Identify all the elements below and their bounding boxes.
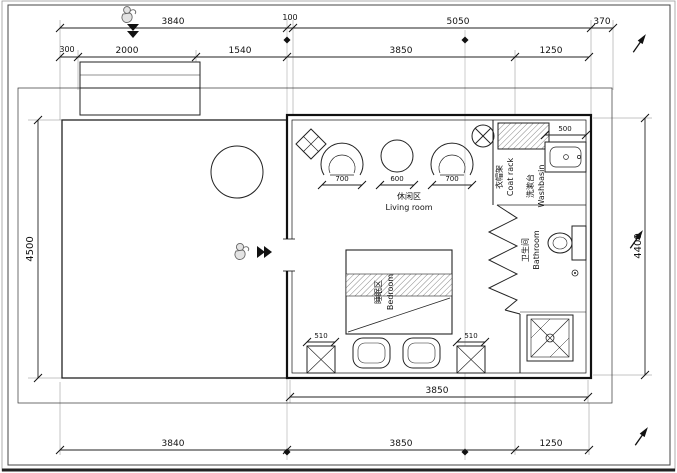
armchair-icon: [430, 142, 474, 176]
armchair-icon: [320, 142, 364, 176]
label-bedroom-cn: 睡眠区: [374, 280, 383, 304]
dim-top-5050: 5050: [447, 17, 470, 27]
interior-partitions: [487, 120, 586, 373]
dim-row2-3850: 3850: [390, 46, 413, 56]
top-right-fixtures: [471, 122, 587, 173]
living-room-furniture: [295, 128, 474, 176]
dim-bed-510b: 510: [464, 332, 477, 340]
door-opening: [283, 239, 295, 271]
site-outline: [17, 87, 613, 404]
dim-bottom-3850: 3850: [390, 439, 413, 449]
label-washbasin-cn: 洗漱台: [525, 174, 535, 198]
round-table-icon: [210, 145, 264, 199]
dim-bottom-1250: 1250: [540, 439, 563, 449]
dim-bed-510a: 510: [314, 332, 327, 340]
washbasin-icon: [544, 141, 587, 173]
dim-top-3840: 3840: [162, 17, 185, 27]
label-washbasin-en: Washbasin: [537, 165, 546, 208]
label-bedroom-en: Bedroom: [386, 274, 395, 310]
person-icon: [121, 6, 137, 23]
double-arrow-right-icon: [257, 246, 272, 258]
label-coatrack-cn: 衣帽架: [494, 165, 504, 189]
dimension-texts: 3840 100 5050 370 300 2000 1540 3850 125…: [25, 13, 644, 449]
shower-icon: [526, 314, 574, 362]
diamond-ornament-icon: [295, 128, 327, 160]
dim-row2-1250: 1250: [540, 46, 563, 56]
section-marker-icon: [630, 31, 649, 55]
dim-chair-700b: 700: [445, 175, 458, 183]
entry-icons: [121, 6, 272, 260]
deck: [61, 119, 288, 379]
toilet-icon: [547, 225, 587, 277]
label-living-en: Living room: [385, 203, 432, 212]
bed-icon: [345, 249, 453, 335]
dim-basin-500: 500: [558, 125, 571, 133]
dim-inner-3850: 3850: [426, 386, 449, 396]
dim-top-370: 370: [593, 17, 610, 27]
dimension-lines: [37, 27, 646, 451]
dim-top-100: 100: [282, 13, 297, 22]
room-labels: 休闲区 Living room 睡眠区 Bedroom 衣帽架 Coat rac…: [374, 157, 546, 310]
pillow-icon: [352, 337, 391, 369]
nightstand-icon: [456, 345, 486, 374]
pillow-icon: [402, 337, 441, 369]
label-living-cn: 休闲区: [397, 191, 421, 201]
nightstand-icon: [306, 345, 336, 374]
dim-row2-2000: 2000: [116, 46, 139, 56]
dim-row2-300: 300: [59, 45, 74, 54]
entry-steps: [79, 61, 201, 116]
label-coatrack-en: Coat rack: [506, 157, 515, 196]
bedroom-furniture: [306, 249, 486, 374]
section-markers: [627, 31, 651, 448]
zigzag-partition: [487, 204, 519, 311]
dim-bottom-3840: 3840: [162, 439, 185, 449]
person-icon: [234, 242, 250, 260]
fan-symbol-icon: [471, 124, 495, 148]
dim-row2-1540: 1540: [229, 46, 252, 56]
bathroom-fixtures: [526, 225, 587, 362]
dim-right-4400: 4400: [633, 233, 644, 258]
round-table-icon: [380, 139, 414, 173]
section-marker-icon: [632, 424, 651, 448]
label-bathroom-cn: 卫生间: [520, 238, 530, 262]
dim-chair-700a: 700: [335, 175, 348, 183]
label-bathroom-en: Bathroom: [532, 230, 541, 270]
dim-left-4500: 4500: [25, 236, 36, 261]
dim-table-600: 600: [390, 175, 403, 183]
coat-rack-icon: [497, 122, 550, 150]
double-arrow-down-icon: [127, 24, 139, 38]
